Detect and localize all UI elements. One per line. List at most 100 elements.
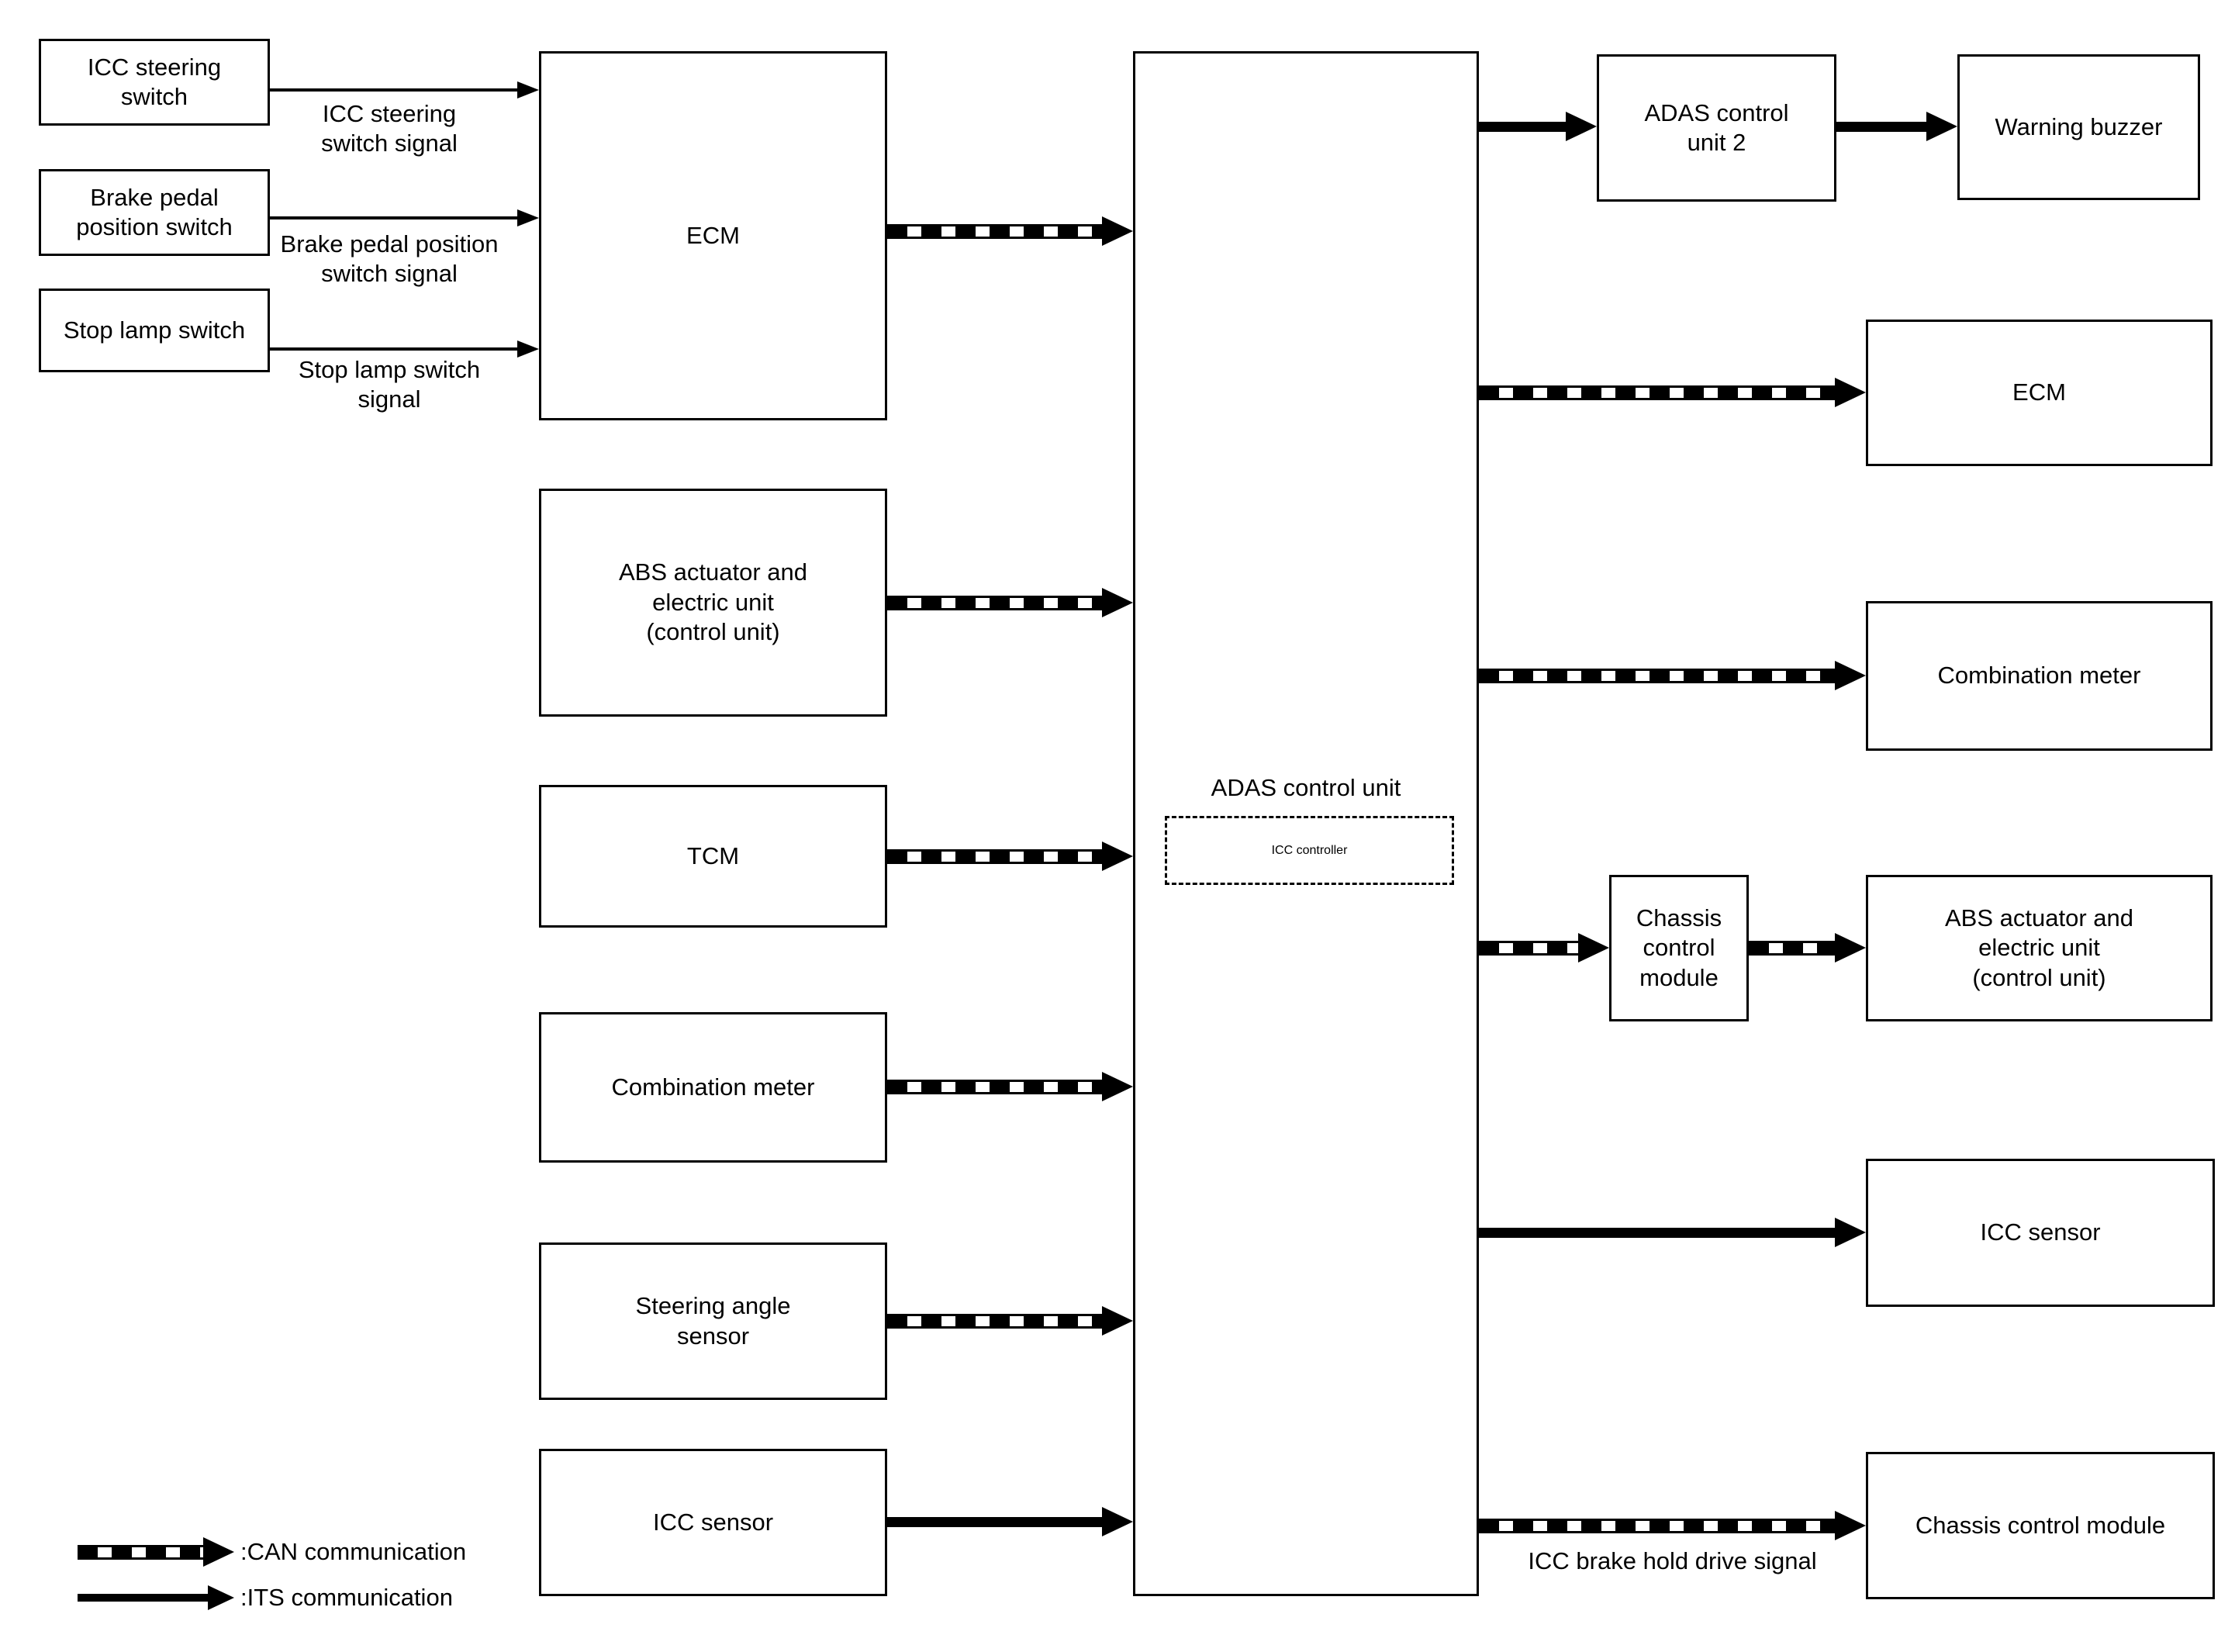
arrow-shaft — [1479, 1518, 1835, 1533]
arrowhead-icon — [1102, 1507, 1133, 1536]
arrow-shaft — [1479, 121, 1566, 132]
legend-can-arrow-icon — [78, 1537, 234, 1567]
legend-can-label: :CAN communication — [240, 1537, 467, 1565]
can-arrow-chassis-module-to-abs-right — [1749, 931, 1866, 965]
node-label: ICC sensor — [1980, 1218, 2101, 1246]
node-combination-meter-right: Combination meter — [1866, 601, 2213, 751]
can-arrow-steering-angle-to-adas — [887, 1304, 1133, 1338]
node-label: Warning buzzer — [1995, 112, 2163, 140]
node-label: ICC sensor — [652, 1508, 774, 1536]
signal-arrow-brake-pedal — [270, 209, 539, 227]
node-brake-pedal-position-switch: Brake pedal position switch — [39, 169, 270, 256]
its-arrow-adas-to-icc-sensor-right — [1479, 1215, 1866, 1249]
can-arrow-adas-to-chassis-module — [1479, 931, 1609, 965]
arrowhead-icon — [1102, 588, 1133, 617]
node-ecm-right: ECM — [1866, 320, 2213, 466]
arrow-shaft — [887, 223, 1102, 239]
arrowhead-icon — [208, 1585, 234, 1610]
can-arrow-ecm-to-adas — [887, 214, 1133, 248]
node-icc-controller: ICC controller — [1165, 816, 1454, 885]
node-label: Chassis control module — [1915, 1511, 2166, 1539]
arrowhead-icon — [517, 209, 539, 226]
node-adas-control-unit-2: ADAS control unit 2 — [1597, 54, 1836, 202]
node-label: ADAS control unit 2 — [1644, 98, 1789, 156]
can-arrow-abs-to-adas — [887, 586, 1133, 620]
node-ecm-left: ECM — [539, 51, 887, 420]
signal-arrow-icc-steering — [270, 81, 539, 99]
node-icc-sensor-right: ICC sensor — [1866, 1159, 2215, 1307]
arrow-shaft — [887, 1313, 1102, 1329]
arrow-shaft — [78, 1544, 203, 1560]
label-brake-pedal-position-switch-signal: Brake pedal position switch signal — [280, 230, 499, 288]
node-label: ICC steering switch — [87, 53, 222, 110]
node-combination-meter-left: Combination meter — [539, 1012, 887, 1163]
legend-can-row: :CAN communication — [78, 1535, 466, 1569]
arrowhead-icon — [1835, 378, 1866, 407]
can-arrow-adas-to-ecm-right — [1479, 375, 1866, 410]
node-tcm: TCM — [539, 785, 887, 928]
arrow-shaft — [887, 848, 1102, 864]
its-arrow-icc-sensor-to-adas — [887, 1505, 1133, 1539]
its-arrow-adas-to-adas2 — [1479, 109, 1597, 143]
node-label: ABS actuator and electric unit (control … — [619, 558, 807, 646]
node-label: Stop lamp switch — [63, 316, 246, 344]
node-steering-angle-sensor: Steering angle sensor — [539, 1242, 887, 1400]
can-arrow-adas-to-chassis-right — [1479, 1509, 1866, 1543]
arrowhead-icon — [1578, 933, 1609, 963]
node-label: Combination meter — [611, 1073, 815, 1101]
arrow-shaft — [78, 1594, 208, 1602]
node-label: Steering angle sensor — [635, 1292, 791, 1350]
arrowhead-icon — [1102, 216, 1133, 246]
label-icc-brake-hold-drive-signal: ICC brake hold drive signal — [1528, 1547, 1817, 1574]
arrow-shaft — [1479, 940, 1578, 956]
node-label: Combination meter — [1937, 662, 2141, 689]
arrow-shaft — [1836, 121, 1926, 132]
arrowhead-icon — [1835, 661, 1866, 690]
arrow-shaft — [270, 88, 517, 92]
arrowhead-icon — [1102, 842, 1133, 871]
signal-arrow-stop-lamp — [270, 340, 539, 358]
arrowhead-icon — [1926, 112, 1957, 141]
arrow-shaft — [270, 347, 517, 351]
arrowhead-icon — [1835, 1511, 1866, 1540]
node-label: ABS actuator and electric unit (control … — [1945, 904, 2133, 991]
node-chassis-control-module-mid: Chassis control module — [1609, 875, 1749, 1021]
legend-its-arrow-icon — [78, 1585, 234, 1610]
node-label: Chassis control module — [1636, 904, 1722, 991]
arrow-shaft — [1479, 668, 1835, 683]
legend-its-row: :ITS communication — [78, 1581, 453, 1615]
arrowhead-icon — [517, 81, 539, 98]
node-label: ICC controller — [1271, 843, 1348, 857]
arrowhead-icon — [1102, 1306, 1133, 1336]
node-warning-buzzer: Warning buzzer — [1957, 54, 2200, 200]
can-arrow-combination-meter-to-adas — [887, 1070, 1133, 1104]
can-arrow-adas-to-combination-meter-right — [1479, 658, 1866, 693]
node-label: TCM — [686, 842, 740, 869]
arrow-shaft — [887, 1079, 1102, 1094]
node-abs-left: ABS actuator and electric unit (control … — [539, 489, 887, 717]
arrowhead-icon — [203, 1537, 234, 1567]
node-label: ECM — [2012, 378, 2066, 406]
node-stop-lamp-switch: Stop lamp switch — [39, 289, 270, 372]
node-label: Brake pedal position switch — [76, 183, 233, 240]
arrow-shaft — [887, 595, 1102, 610]
node-adas-control-unit: ADAS control unit ICC controller — [1133, 51, 1479, 1596]
arrow-shaft — [1749, 940, 1835, 956]
can-arrow-tcm-to-adas — [887, 839, 1133, 873]
arrowhead-icon — [1102, 1072, 1133, 1101]
arrow-shaft — [270, 216, 517, 219]
its-arrow-adas2-to-warning-buzzer — [1836, 109, 1957, 143]
arrowhead-icon — [517, 340, 539, 358]
adas-control-unit-title: ADAS control unit — [1211, 774, 1401, 801]
node-icc-sensor-left: ICC sensor — [539, 1449, 887, 1596]
arrow-shaft — [887, 1516, 1102, 1527]
label-stop-lamp-switch-signal: Stop lamp switch signal — [298, 356, 481, 413]
node-chassis-control-module-right: Chassis control module — [1866, 1452, 2215, 1599]
arrow-shaft — [1479, 1227, 1835, 1238]
arrow-shaft — [1479, 385, 1835, 400]
arrowhead-icon — [1835, 1218, 1866, 1247]
node-icc-steering-switch: ICC steering switch — [39, 39, 270, 126]
arrowhead-icon — [1835, 933, 1866, 963]
legend-its-label: :ITS communication — [240, 1583, 453, 1611]
